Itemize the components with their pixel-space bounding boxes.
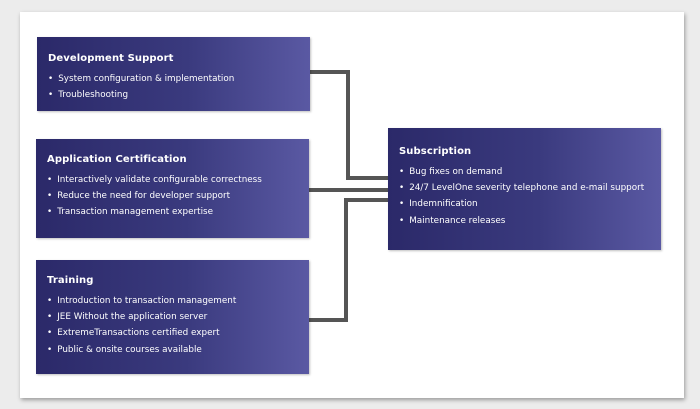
development-support-list: System configuration & implementation Tr… — [48, 71, 299, 103]
list-item: Reduce the need for developer support — [47, 188, 298, 204]
list-item: Introduction to transaction management — [47, 293, 298, 309]
development-support-box: Development Support System configuration… — [37, 37, 310, 111]
list-item: Indemnification — [399, 196, 650, 212]
application-certification-list: Interactively validate configurable corr… — [47, 172, 298, 221]
application-certification-box: Application Certification Interactively … — [36, 139, 309, 238]
development-support-title: Development Support — [48, 53, 174, 64]
list-item: ExtremeTransactions certified expert — [47, 325, 298, 341]
connector-training — [309, 198, 390, 322]
list-item: Bug fixes on demand — [399, 164, 650, 180]
list-item: Transaction management expertise — [47, 204, 298, 220]
training-list: Introduction to transaction management J… — [47, 293, 298, 358]
list-item: Interactively validate configurable corr… — [47, 172, 298, 188]
list-item: 24/7 LevelOne severity telephone and e-m… — [399, 180, 650, 196]
list-item: Troubleshooting — [48, 87, 299, 103]
connector-development-support — [310, 70, 390, 180]
list-item: JEE Without the application server — [47, 309, 298, 325]
training-box: Training Introduction to transaction man… — [36, 260, 309, 374]
list-item: System configuration & implementation — [48, 71, 299, 87]
application-certification-title: Application Certification — [47, 154, 187, 165]
list-item: Public & onsite courses available — [47, 342, 298, 358]
list-item: Maintenance releases — [399, 213, 650, 229]
subscription-title: Subscription — [399, 146, 472, 157]
subscription-list: Bug fixes on demand 24/7 LevelOne severi… — [399, 164, 650, 229]
subscription-box: Subscription Bug fixes on demand 24/7 Le… — [388, 128, 661, 250]
training-title: Training — [47, 275, 94, 286]
